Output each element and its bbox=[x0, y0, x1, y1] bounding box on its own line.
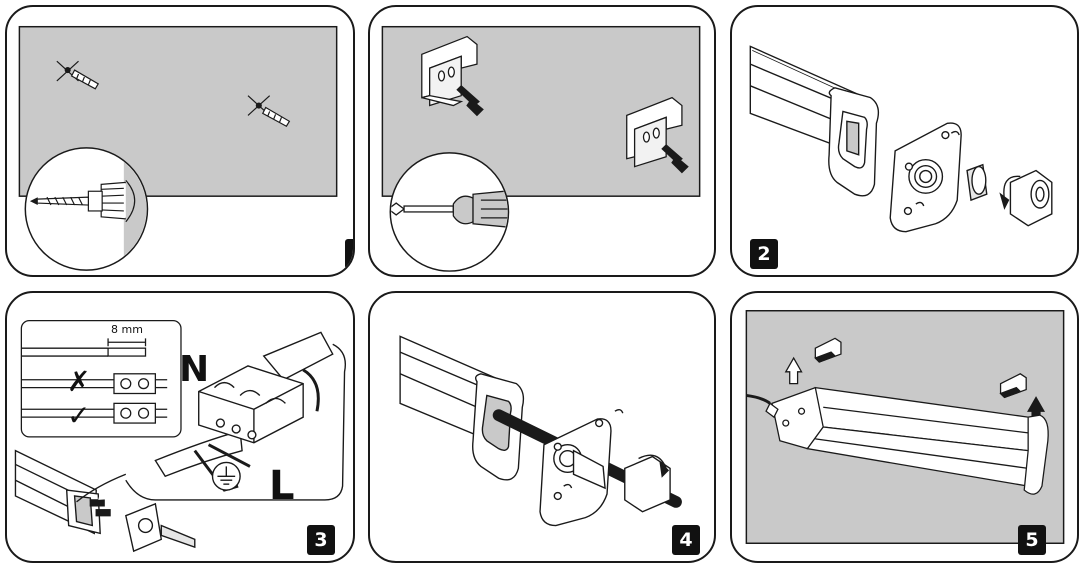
bracket-2 bbox=[626, 96, 689, 174]
up-arrow-left bbox=[784, 356, 803, 385]
step-badge-4: 4 bbox=[672, 525, 700, 555]
panel-open-endcap: 2 bbox=[730, 5, 1079, 277]
step-badge-1: 1 bbox=[345, 239, 353, 269]
panel-mount-lamp: 5 bbox=[730, 291, 1079, 563]
wiring-illustration bbox=[14, 319, 346, 553]
step-badge-5: 5 bbox=[1018, 525, 1046, 555]
strip-length-label: 8 mm bbox=[111, 323, 143, 336]
endcap-illustration bbox=[749, 45, 1053, 233]
bracket-screw-illustration bbox=[381, 25, 701, 272]
correct-wiring-mark: ✓ bbox=[67, 399, 91, 432]
strip-length-inset bbox=[20, 319, 182, 438]
panel-drill-wall: 1 bbox=[5, 5, 355, 277]
wrong-wiring-mark: ✗ bbox=[67, 365, 91, 398]
bracket-1 bbox=[421, 35, 484, 117]
step-badge-3: 3 bbox=[307, 525, 335, 555]
wall-plug-2 bbox=[247, 95, 291, 128]
panel-cable-gland: 4 bbox=[368, 291, 716, 563]
wall-plug-1 bbox=[56, 60, 100, 90]
cable-gland-illustration bbox=[399, 335, 682, 527]
live-label: L bbox=[269, 463, 295, 509]
neutral-label: N bbox=[179, 349, 210, 390]
panel-screw-brackets bbox=[368, 5, 716, 277]
panel-wiring: 8 mm ✗ ✓ N L 3 bbox=[5, 291, 355, 563]
mount-lamp-illustration bbox=[745, 309, 1065, 545]
drill-wall-illustration bbox=[18, 25, 338, 271]
step-badge-2: 2 bbox=[750, 239, 778, 269]
screwdriver-detail-circle bbox=[389, 152, 510, 272]
